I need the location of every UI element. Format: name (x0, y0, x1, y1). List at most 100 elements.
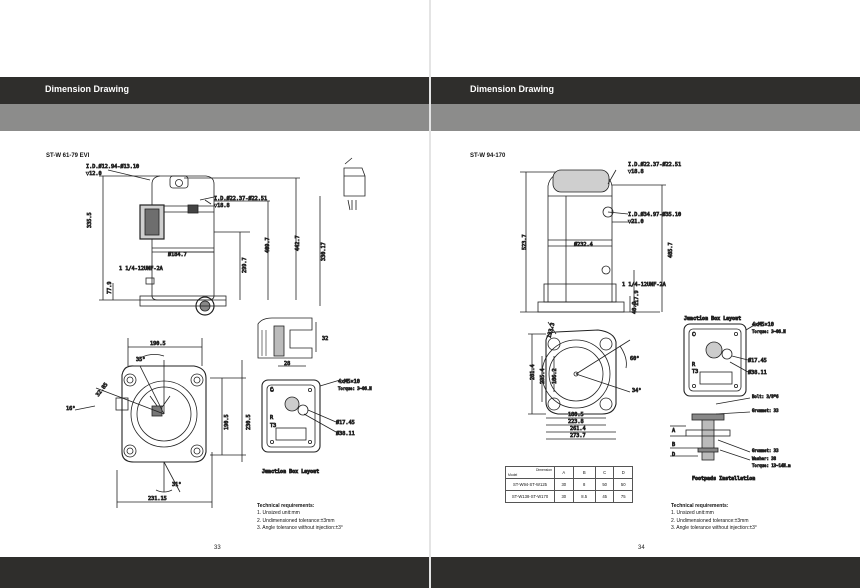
header-band (430, 104, 860, 131)
table-col-header: A (554, 466, 574, 479)
dim-230: 230.5 (246, 414, 252, 430)
tech-item: 2. Undimensioned tolerance:±3mm (257, 517, 335, 524)
table-col-header: B (572, 466, 596, 479)
jb-screw: 4xM5×10 (338, 379, 360, 385)
table-cell: 30 (554, 478, 574, 491)
header-title: Dimension Drawing (470, 84, 555, 94)
dim-223: 223.8 (568, 419, 584, 425)
jb-r: R (270, 415, 274, 421)
dim-48: 48.9 (632, 302, 638, 315)
jb-caption: Junction Box Layout (684, 316, 741, 322)
table-col-header: C (594, 466, 615, 479)
header-bar: Dimension Drawing (430, 77, 860, 104)
fp-bolt: Bolt: 3/8*6 (752, 394, 779, 399)
dim-28: 28 (284, 361, 290, 367)
bottom-view (528, 321, 631, 440)
tech-item: 3. Angle tolerance without injection:±3° (257, 525, 343, 532)
front-view (520, 169, 666, 313)
tech-item: 1. Unsized unit:mm (671, 510, 714, 517)
angle-31: 31° (172, 482, 181, 488)
table-cell: 8 (572, 478, 596, 491)
book-spine (429, 0, 431, 588)
junction-box (261, 379, 341, 453)
dim-180: 180.5 (568, 412, 584, 418)
table-cell: 75 (613, 490, 633, 503)
label-top-conn: I.D.Ø22.37-Ø22.51 (628, 161, 681, 168)
jb-torque: Torque: 3~06.N (338, 386, 372, 391)
table-corner-top: Dimension (535, 468, 552, 472)
footer-bar (430, 557, 860, 588)
footer-bar (0, 557, 430, 588)
dim-d184: Ø184.7 (168, 251, 187, 258)
label-top-conn-depth: ▼12.0 (86, 171, 102, 177)
dim-523: 523.7 (522, 234, 528, 250)
footpad-detail (670, 397, 751, 461)
jb-t3: T3 (692, 369, 698, 375)
dim-32-85: 32.85 (95, 382, 109, 398)
dim-190-top: 190.5 (150, 341, 166, 347)
table-cell-model: ST-W94-ST-W125 (505, 478, 555, 491)
dim-231: 231.15 (148, 496, 167, 502)
dim-273: 273.7 (570, 433, 586, 439)
dim-133: 133.3 (547, 322, 557, 339)
tech-requirements: Technical requirements: 1. Unsized unit:… (671, 503, 757, 533)
dim-442: 442.7 (295, 235, 301, 251)
header-title: Dimension Drawing (45, 84, 130, 94)
dim-117: 117.9 (634, 290, 640, 306)
header-band (0, 104, 430, 131)
label-side-conn-depth: ▼21.0 (628, 219, 644, 225)
dim-335: 335.5 (87, 212, 93, 228)
dim-409: 409.7 (265, 237, 271, 253)
dim-485: 485.7 (668, 242, 674, 258)
fp-b: B (672, 442, 675, 448)
table-corner-bottom: Model (508, 473, 518, 477)
angle-35: 35° (136, 357, 145, 363)
dim-77: 77.9 (107, 282, 113, 295)
angle-60: 60° (630, 356, 639, 362)
model-title: ST-W 61-79 EVI (46, 153, 90, 159)
tech-requirements: Technical requirements: 1. Unsized unit:… (257, 503, 343, 533)
dim-299: 299.7 (242, 257, 248, 273)
dim-261: 261.4 (570, 426, 586, 432)
jb-screw: 4xM5×10 (752, 322, 774, 328)
table-cell: 30 (554, 490, 574, 503)
jb-caption: Junction Box Layout (262, 469, 319, 475)
fp-torque: Torque: 13~14N.m (752, 463, 791, 468)
label-top-conn: I.D.Ø12.94-Ø13.10 (86, 163, 139, 170)
label-inj-conn: 1 1/4-12UNF-2A (622, 282, 667, 288)
dimension-drawing-st-w-94-170: 523.7 485.7 Ø232.4 117.9 48.9 I.D.Ø22.37… (520, 161, 792, 482)
bottom-view (74, 338, 246, 508)
jb-d17: Ø17.45 (748, 357, 767, 364)
foot-detail (257, 317, 317, 367)
junction-box (683, 323, 757, 397)
fp-d: D (672, 452, 675, 458)
angle-16: 16° (66, 406, 75, 412)
table-row: ST-W138-ST-W170 30 8.5 45 75 (505, 490, 633, 503)
header-bar: Dimension Drawing (0, 77, 430, 104)
fp-grommet-2: Grommet: 33 (752, 448, 779, 453)
table-cell-model: ST-W138-ST-W170 (505, 490, 555, 503)
label-top-conn-depth: ▼18.8 (628, 169, 644, 175)
table-cell: 50 (613, 478, 633, 491)
tech-title: Technical requirements: (257, 503, 315, 509)
fp-washer: Washer: 38 (752, 456, 777, 461)
tech-title: Technical requirements: (671, 503, 729, 509)
dim-32-side: 32 (322, 336, 328, 342)
angle-34: 34° (632, 388, 641, 394)
page-34: Dimension Drawing ST-W 94-170 (430, 0, 860, 588)
jb-c: C (270, 387, 273, 393)
dim-190-side: 190.5 (224, 414, 230, 430)
page-33: Dimension Drawing ST-W 61-79 EVI (0, 77, 430, 588)
jb-torque: Torque: 3~06.N (752, 329, 786, 334)
dim-330: 330.17 (321, 242, 327, 261)
table-cell: 45 (594, 490, 615, 503)
table-cell: 8.5 (572, 490, 596, 503)
jb-d17: Ø17.45 (336, 419, 355, 426)
dim-235: 235.4 (540, 368, 546, 384)
dim-281: 281.4 (530, 364, 536, 380)
page-number: 33 (214, 545, 221, 551)
label-side-conn-depth: ▼18.8 (214, 203, 230, 209)
jb-t3: T3 (270, 423, 276, 429)
tech-item: 1. Unsized unit:mm (257, 510, 300, 517)
jb-d38: Ø38.11 (748, 369, 767, 376)
